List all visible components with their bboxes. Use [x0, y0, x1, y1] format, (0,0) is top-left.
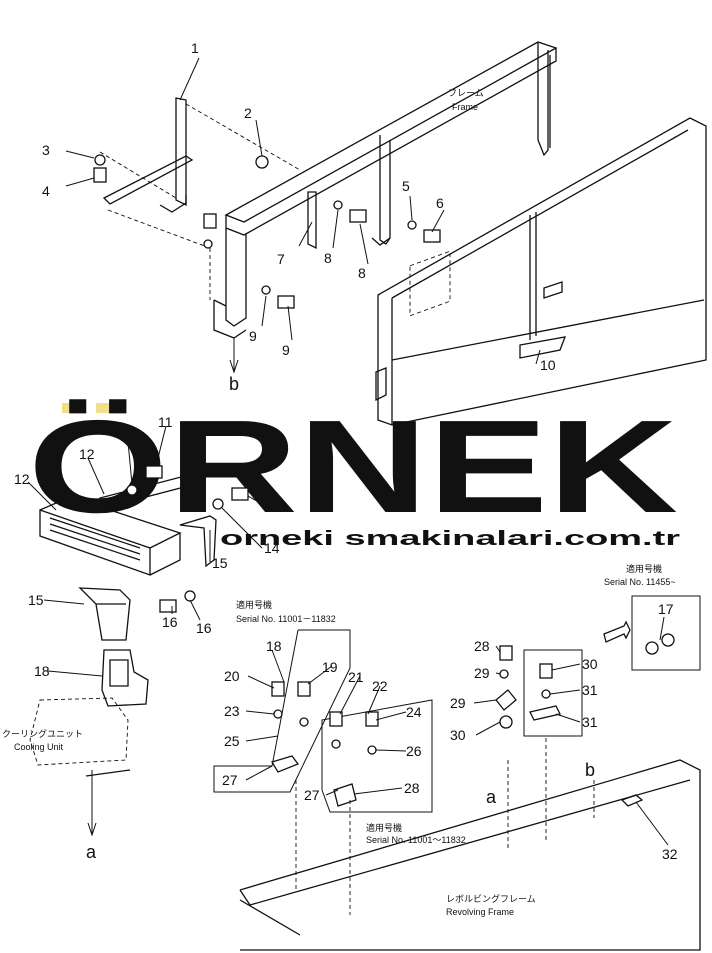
- serial-note-middle-en: Serial No. 11001～11832: [366, 835, 466, 845]
- callout-32: 32: [662, 846, 678, 862]
- callout-20: 31: [582, 682, 598, 698]
- callout-12: 9: [249, 328, 257, 344]
- callout-27: 18: [266, 638, 282, 654]
- watermark: ÖRNEK orneki smakinalari.com.tr: [28, 393, 680, 550]
- callout-7: 15: [212, 555, 228, 571]
- duct-assembly: [29, 465, 249, 837]
- ref-letter-a-bottom: a: [86, 842, 97, 862]
- callout-16: 8: [324, 250, 332, 266]
- callout-9: 16: [196, 620, 212, 636]
- callout-18: 31: [582, 714, 598, 730]
- serial-groups: [213, 595, 701, 813]
- callout-9: 14: [264, 540, 280, 556]
- callout-28: 26: [406, 743, 422, 759]
- revolving-frame-label-en: Revolving Frame: [446, 907, 514, 917]
- frame-label-jp: フレーム: [448, 88, 484, 98]
- frame-assembly: [93, 41, 558, 374]
- callout-6: 11: [120, 428, 135, 444]
- cooling-unit-label-jp: クーリングユニット: [2, 728, 83, 739]
- callout-29: 25: [224, 733, 240, 749]
- callout-14: 2: [244, 105, 252, 121]
- callout-19: 30: [582, 656, 598, 672]
- callout-31: 22: [372, 678, 388, 694]
- callout-23: 28: [474, 638, 490, 654]
- callouts: 1 2 3 4 5 6 7 8 8 9 9 10 11 11 12 12 13 …: [14, 40, 678, 862]
- revolving-frame: [239, 738, 701, 951]
- serial-note-upper-right-jp: 適用号機: [626, 563, 662, 574]
- watermark-brand: ÖRNEK: [28, 393, 678, 540]
- callout-28: 19: [322, 659, 338, 675]
- callout-25: 28: [404, 780, 420, 796]
- callout-16: 3: [42, 142, 50, 158]
- callout-18: 17: [658, 601, 674, 617]
- leader-lines: [27, 57, 669, 846]
- callout-27: 24: [406, 704, 422, 720]
- callout-13: 7: [277, 251, 285, 267]
- cooling-unit-label-en: Cooling Unit: [14, 742, 64, 752]
- side-cover: [375, 117, 707, 426]
- callout-22: 30: [450, 727, 466, 743]
- callout-11: 6: [436, 195, 444, 211]
- ref-letter-a-right: a: [486, 787, 497, 807]
- callout-8: 13: [264, 496, 280, 512]
- callout-1: 18: [34, 663, 50, 679]
- serial-note-left-jp: 適用号機: [236, 599, 272, 610]
- callout-8: 16: [162, 614, 178, 630]
- callout-21: 29: [450, 695, 466, 711]
- watermark-accent-dot: [62, 403, 84, 413]
- serial-note-upper-right-en: Serial No. 11455~: [604, 577, 676, 587]
- callout-5: 11: [158, 414, 173, 430]
- ref-letter-b-top: b: [229, 374, 239, 394]
- frame-label-en: Frame: [452, 102, 478, 112]
- callout-15: 8: [358, 265, 366, 281]
- callout-31: 23: [224, 703, 240, 719]
- callout-4: 12: [79, 446, 95, 462]
- callout-30: 21: [348, 669, 364, 685]
- serial-note-left-en: Serial No. 11001－11832: [236, 614, 336, 624]
- callout-10: 1: [191, 40, 199, 56]
- callout-11: 9: [282, 342, 290, 358]
- callout-17: 10: [540, 357, 556, 373]
- ref-letter-b-right: b: [585, 760, 595, 780]
- callout-26: 27: [222, 772, 238, 788]
- callout-12: 5: [402, 178, 410, 194]
- callout-29: 27: [304, 787, 320, 803]
- watermark-site: orneki smakinalari.com.tr: [220, 528, 680, 550]
- callout-30: 20: [224, 668, 240, 684]
- callout-2: 15: [28, 592, 44, 608]
- callout-24: 29: [474, 665, 490, 681]
- serial-note-middle-jp: 適用号機: [366, 822, 402, 833]
- watermark-accent-dot: [96, 403, 118, 413]
- callout-3: 12: [14, 471, 30, 487]
- labels: フレーム Frame クーリングユニット Cooling Unit レボルビング…: [2, 88, 676, 917]
- callout-15: 4: [42, 183, 50, 199]
- revolving-frame-label-jp: レボルビングフレーム: [446, 893, 536, 904]
